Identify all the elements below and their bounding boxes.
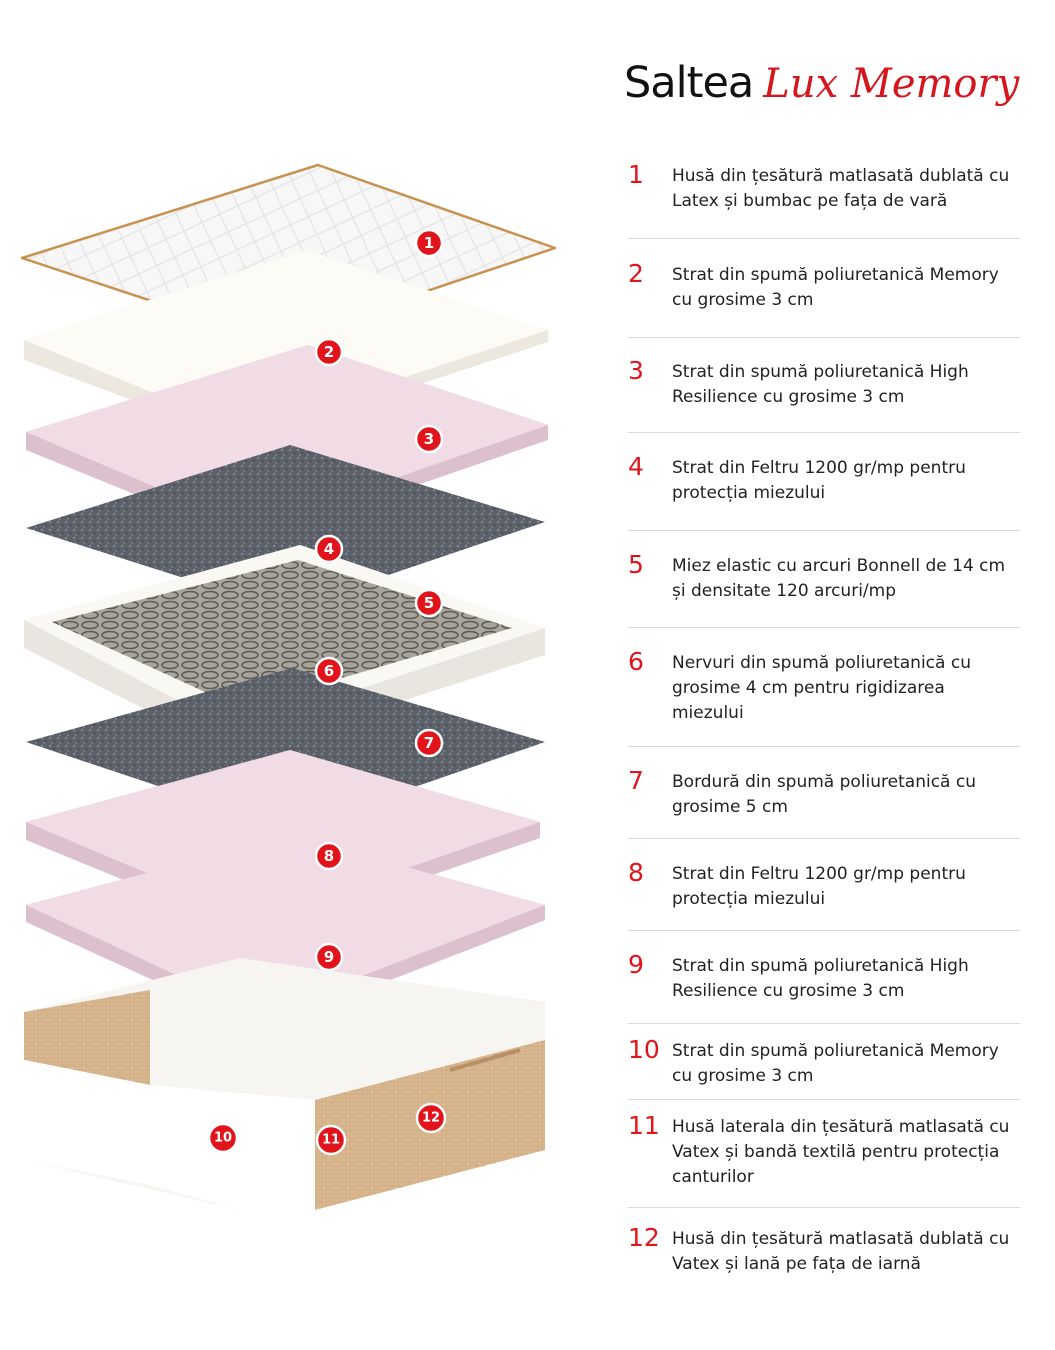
svg-text:8: 8 [324, 847, 334, 865]
feature-text: Miez elastic cu arcuri Bonnell de 14 cm … [672, 556, 1006, 601]
feature-item: 9 Strat din spumă poliuretanică High Res… [628, 931, 1020, 1024]
badge-1: 1 [414, 228, 444, 258]
svg-text:11: 11 [322, 1133, 340, 1148]
feature-text: Strat din Feltru 1200 gr/mp pentru prote… [672, 864, 966, 909]
feature-text: Bordură din spumă poliuretanică cu grosi… [672, 772, 976, 817]
title-main: Saltea [624, 58, 754, 108]
badge-5: 5 [414, 588, 444, 618]
svg-text:5: 5 [424, 594, 434, 612]
svg-text:7: 7 [424, 734, 434, 752]
feature-item: 1 Husă din țesătură matlasată dublată cu… [628, 158, 1020, 239]
feature-text: Husă din țesătură matlasată dublată cu L… [672, 166, 1010, 211]
badge-2: 2 [314, 337, 344, 367]
badge-4: 4 [314, 534, 344, 564]
badge-3: 3 [414, 424, 444, 454]
feature-item: 3 Strat din spumă poliuretanică High Res… [628, 338, 1020, 433]
feature-number: 8 [628, 858, 644, 887]
layer-10-12-base [24, 958, 545, 1210]
svg-text:2: 2 [324, 343, 334, 361]
feature-item: 7 Bordură din spumă poliuretanică cu gro… [628, 747, 1020, 839]
title-accent: Lux Memory [763, 61, 1020, 107]
badge-9: 9 [314, 942, 344, 972]
layer-5-6-spring-core [24, 545, 545, 755]
feature-item: 4 Strat din Feltru 1200 gr/mp pentru pro… [628, 433, 1020, 531]
feature-text: Strat din spumă poliuretanică High Resil… [672, 362, 969, 407]
feature-number: 12 [628, 1223, 660, 1252]
feature-text: Nervuri din spumă poliuretanică cu grosi… [672, 653, 971, 723]
svg-text:10: 10 [214, 1131, 232, 1146]
feature-text: Husă laterala din țesătură matlasată cu … [672, 1117, 1010, 1187]
feature-number: 7 [628, 766, 644, 795]
feature-item: 8 Strat din Feltru 1200 gr/mp pentru pro… [628, 839, 1020, 931]
feature-text: Strat din spumă poliuretanică Memory cu … [672, 265, 999, 310]
svg-text:9: 9 [324, 948, 334, 966]
feature-item: 10 Strat din spumă poliuretanică Memory … [628, 1024, 1020, 1100]
svg-text:4: 4 [324, 540, 334, 558]
feature-item: 11 Husă laterala din țesătură matlasată … [628, 1100, 1020, 1208]
feature-number: 5 [628, 550, 644, 579]
feature-item: 6 Nervuri din spumă poliuretanică cu gro… [628, 628, 1020, 747]
feature-item: 2 Strat din spumă poliuretanică Memory c… [628, 239, 1020, 338]
badge-6: 6 [314, 656, 344, 686]
feature-number: 4 [628, 452, 644, 481]
feature-item: 5 Miez elastic cu arcuri Bonnell de 14 c… [628, 531, 1020, 628]
svg-text:6: 6 [324, 662, 334, 680]
feature-number: 1 [628, 160, 644, 189]
feature-item: 12 Husă din țesătură matlasată dublată c… [628, 1208, 1020, 1288]
badge-10: 10 [207, 1122, 239, 1154]
badge-11: 11 [315, 1124, 347, 1156]
layer-7-felt [26, 668, 545, 830]
feature-number: 2 [628, 259, 644, 288]
feature-number: 6 [628, 647, 644, 676]
badge-12: 12 [415, 1102, 447, 1134]
feature-text: Strat din spumă poliuretanică Memory cu … [672, 1041, 999, 1086]
feature-number: 11 [628, 1111, 660, 1140]
feature-list: 1 Husă din țesătură matlasată dublată cu… [628, 158, 1020, 1288]
svg-text:12: 12 [422, 1111, 440, 1126]
feature-number: 3 [628, 356, 644, 385]
feature-text: Husă din țesătură matlasată dublată cu V… [672, 1229, 1010, 1274]
badge-8: 8 [314, 841, 344, 871]
svg-text:3: 3 [424, 430, 434, 448]
feature-text: Strat din spumă poliuretanică High Resil… [672, 956, 969, 1001]
svg-text:1: 1 [424, 234, 434, 252]
feature-number: 9 [628, 950, 644, 979]
feature-text: Strat din Feltru 1200 gr/mp pentru prote… [672, 458, 966, 503]
mattress-exploded-illustration: 1 2 3 4 5 6 7 8 9 10 11 12 [20, 163, 557, 1210]
feature-number: 10 [628, 1035, 660, 1064]
badge-7: 7 [414, 728, 444, 758]
layer-4-felt [26, 445, 545, 610]
